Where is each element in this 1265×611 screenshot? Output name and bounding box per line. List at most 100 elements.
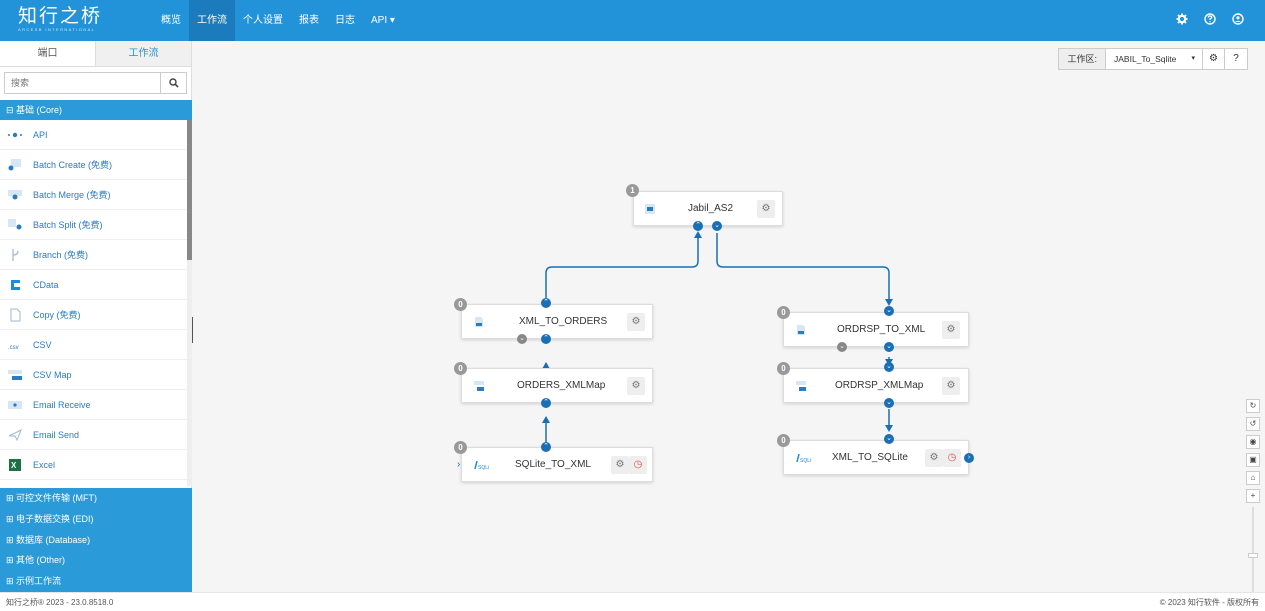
node-label: ORDRSP_XMLMap (835, 380, 924, 391)
group-database[interactable]: ⊞ 数据库 (Database) (6, 534, 91, 545)
scrollbar-thumb[interactable] (187, 120, 192, 260)
flow-node-sqlite-to-xml[interactable]: SQLite SQLite_TO_XML ⚙ ◷ (461, 447, 653, 482)
flow-node-jabil-as2[interactable]: Jabil_AS2 ⚙ (633, 191, 783, 226)
list-item[interactable]: .csv CSV (0, 330, 187, 360)
list-item[interactable]: Email Receive (0, 390, 187, 420)
list-item[interactable]: CData (0, 270, 187, 300)
email-send-icon (6, 428, 24, 442)
logo[interactable]: 知行之桥 ARCESB INTERNATIONAL (18, 6, 102, 32)
gear-icon: ⚙ (946, 380, 956, 391)
output-port-right-icon[interactable]: › (964, 453, 974, 463)
tab-connectors[interactable]: 端口 (0, 41, 96, 66)
list-item[interactable]: Batch Create (免费) (0, 150, 187, 180)
node-settings-button[interactable]: ⚙ (925, 449, 943, 467)
zoom-slider-knob[interactable] (1248, 553, 1258, 558)
schedule-clock-icon[interactable]: ◷ (629, 456, 647, 474)
nav-reports[interactable]: 报表 (299, 15, 319, 26)
list-scrollbar[interactable] (187, 120, 192, 486)
list-item[interactable]: Branch (免费) (0, 240, 187, 270)
node-settings-button[interactable]: ⚙ (611, 456, 629, 474)
logo-text: 知行之桥 (18, 5, 103, 27)
group-edi[interactable]: ⊞ 电子数据交换 (EDI) (6, 513, 94, 524)
top-bar: 知行之桥 ARCESB INTERNATIONAL 概览 工作流 个人设置 报表… (0, 0, 1265, 41)
top-icons (1173, 12, 1247, 30)
node-badge: 0 (777, 434, 790, 447)
undo-icon[interactable]: ↺ (1246, 417, 1260, 431)
input-port-up-icon[interactable]: ⌃ (541, 398, 551, 408)
copy-icon (6, 308, 24, 322)
caret-down-icon: ▾ (1191, 55, 1195, 62)
node-settings-button[interactable]: ⚙ (942, 321, 960, 339)
list-item-label: Copy (免费) (33, 310, 81, 320)
chevron-right-icon[interactable]: › (457, 459, 461, 470)
nav-overview[interactable]: 概览 (161, 15, 181, 26)
input-port-up-icon[interactable]: ⌃ (541, 334, 551, 344)
output-port-down-icon[interactable]: ⌄ (884, 398, 894, 408)
email-receive-icon (6, 398, 24, 412)
left-panel: 端口 工作流 ⊟ 基础 (Core) API Batch Create (免费)… (0, 41, 192, 592)
flow-node-xml-to-orders[interactable]: XML_TO_ORDERS ⚙ (461, 304, 653, 339)
input-port-down-icon[interactable]: ⌄ (884, 362, 894, 372)
search-button[interactable] (160, 73, 186, 93)
svg-text:.csv: .csv (8, 345, 19, 351)
list-item[interactable]: Batch Merge (免费) (0, 180, 187, 210)
flow-node-ordrsp-xmlmap[interactable]: ORDRSP_XMLMap ⚙ (783, 368, 969, 403)
image-icon[interactable]: ▣ (1246, 453, 1260, 467)
node-settings-button[interactable]: ⚙ (627, 377, 645, 395)
group-mft[interactable]: ⊞ 可控文件传输 (MFT) (6, 493, 98, 503)
schedule-clock-icon[interactable]: ◷ (943, 449, 961, 467)
list-item[interactable]: Batch Split (免费) (0, 210, 187, 240)
eye-icon[interactable]: ◉ (1246, 435, 1260, 449)
node-settings-button[interactable]: ⚙ (627, 313, 645, 331)
nav-logs[interactable]: 日志 (335, 15, 355, 26)
zoom-controls: ↻ ↺ ◉ ▣ ⌂ + − (1246, 399, 1260, 611)
input-port-down-icon[interactable]: ⌄ (884, 306, 894, 316)
sqlite-icon: SQLite (473, 459, 494, 471)
output-port-down-icon[interactable]: ⌄ (712, 221, 722, 231)
workspace-help-button[interactable]: ? (1225, 49, 1247, 69)
gear-icon: ⚙ (631, 380, 641, 391)
help-icon[interactable] (1201, 12, 1219, 30)
list-item[interactable]: API (0, 120, 187, 150)
zoom-in-icon[interactable]: + (1246, 489, 1260, 503)
node-settings-button[interactable]: ⚙ (942, 377, 960, 395)
group-sample-workflows[interactable]: ⊞ 示例工作流 (6, 576, 62, 587)
tab-workflows[interactable]: 工作流 (96, 41, 191, 66)
gear-icon[interactable] (1173, 12, 1191, 30)
nav-api[interactable]: API ▾ (371, 15, 395, 26)
node-settings-button[interactable]: ⚙ (757, 200, 775, 218)
gear-icon: ⚙ (946, 324, 956, 335)
input-port-up-icon[interactable]: ⌃ (693, 221, 703, 231)
workspace-select[interactable]: JABIL_To_Sqlite ▾ (1106, 49, 1203, 69)
group-other[interactable]: ⊞ 其他 (Other) (6, 555, 66, 566)
workspace-settings-button[interactable]: ⚙ (1203, 49, 1225, 69)
home-icon[interactable]: ⌂ (1246, 471, 1260, 485)
input-port-up-icon[interactable]: ⌃ (541, 298, 551, 308)
node-badge: 0 (454, 298, 467, 311)
list-item[interactable]: Copy (免费) (0, 300, 187, 330)
nav-workflow[interactable]: 工作流 (189, 0, 235, 41)
list-item[interactable]: CSV Map (0, 360, 187, 390)
list-item[interactable]: X Excel (0, 450, 187, 480)
list-item-label: CData (33, 279, 59, 290)
output-port-down-icon[interactable]: ⌄ (517, 334, 527, 344)
input-port-down-icon[interactable]: ⌄ (884, 434, 894, 444)
flow-node-xml-to-sqlite[interactable]: SQLite XML_TO_SQLite ⚙ ◷ (783, 440, 969, 475)
user-icon[interactable] (1229, 12, 1247, 30)
zoom-slider[interactable] (1246, 507, 1260, 607)
output-port-down-icon[interactable]: ⌄ (884, 342, 894, 352)
input-port-up-icon[interactable]: ⌃ (541, 442, 551, 452)
batch-split-icon (6, 218, 24, 232)
node-label: Jabil_AS2 (688, 203, 734, 214)
redo-icon[interactable]: ↻ (1246, 399, 1260, 413)
list-item-label: CSV Map (33, 369, 72, 380)
flow-node-ordrsp-to-xml[interactable]: ORDRSP_TO_XML ⚙ (783, 312, 969, 347)
core-group-header[interactable]: ⊟ 基础 (Core) (0, 100, 192, 120)
output-port-down-icon[interactable]: ⌄ (837, 342, 847, 352)
flow-node-orders-xmlmap[interactable]: ORDERS_XMLMap ⚙ (461, 368, 653, 403)
footer: 知行之桥® 2023 - 23.0.8518.0 © 2023 知行软件 - 版… (0, 592, 1265, 611)
nav-settings[interactable]: 个人设置 (243, 15, 283, 26)
search-input[interactable] (5, 73, 160, 93)
workflow-canvas[interactable]: 工作区: JABIL_To_Sqlite ▾ ⚙ ? Jabil_AS2 (193, 41, 1265, 607)
list-item[interactable]: Email Send (0, 420, 187, 450)
